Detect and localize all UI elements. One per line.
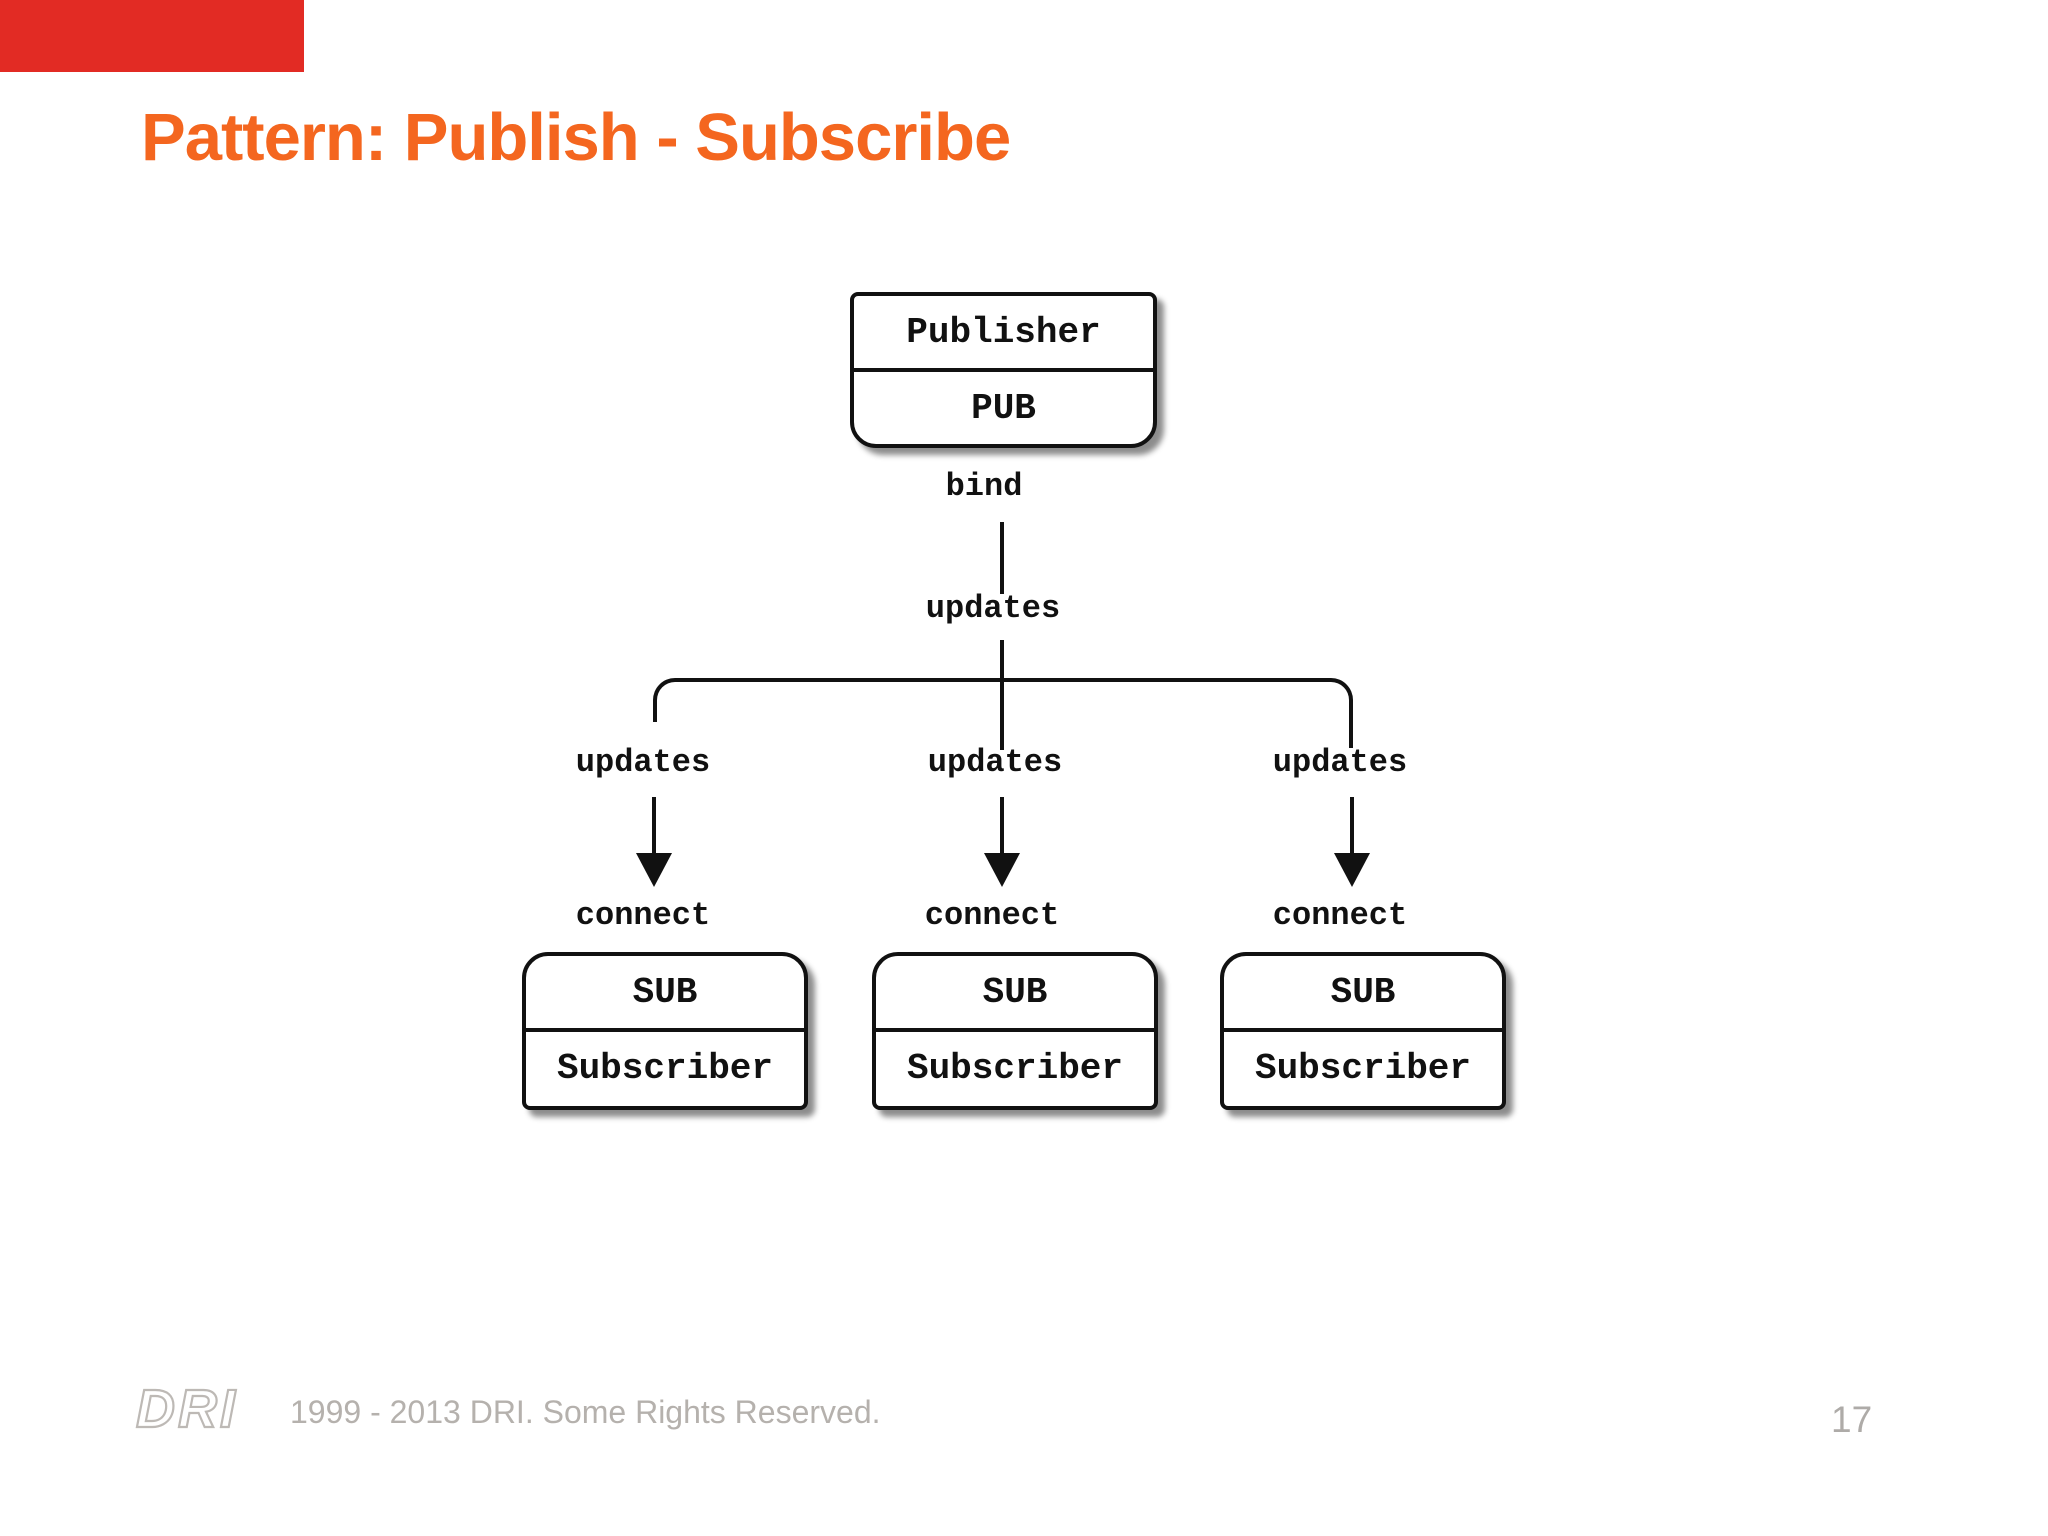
dri-logo-outline-icon: DRI [135,1378,238,1440]
dri-logo-text: DRI [136,1379,238,1439]
publisher-socket: PUB [971,387,1036,429]
branch-rail [653,678,1353,722]
subscriber-name: Subscriber [556,1047,774,1089]
updates-label-left: updates [575,744,711,781]
updates-label-top: updates [925,590,1061,627]
bind-label: bind [945,468,1023,505]
connect-label-left: connect [575,897,711,934]
corner-accent-bar [0,0,304,72]
subscriber-socket: SUB [526,956,804,1032]
publisher-name: Publisher [854,296,1153,372]
edge-middle-branch [1000,640,1004,750]
arrow-line-left [652,797,656,857]
subscriber-node-right: SUB Subscriber [1220,952,1506,1110]
updates-label-middle: updates [927,744,1063,781]
connect-label-middle: connect [924,897,1060,934]
subscriber-node-middle: SUB Subscriber [872,952,1158,1110]
connect-label-right: connect [1272,897,1408,934]
slide-title: Pattern: Publish - Subscribe [141,100,1011,175]
publisher-node: Publisher PUB [850,292,1157,448]
arrowhead-left-icon [636,853,672,887]
page-number: 17 [1831,1399,1873,1440]
subscriber-name: Subscriber [1254,1047,1472,1089]
edge-right-branch [1349,720,1353,748]
arrowhead-middle-icon [984,853,1020,887]
copyright-text: 1999 - 2013 DRI. Some Rights Reserved. [290,1394,881,1430]
arrow-line-middle [1000,797,1004,857]
updates-label-right: updates [1272,744,1408,781]
arrow-line-right [1350,797,1354,857]
dri-logo: DRI [134,1378,264,1446]
subscriber-socket: SUB [876,956,1154,1032]
subscriber-node-left: SUB Subscriber [522,952,808,1110]
edge-publisher-down [1000,522,1004,594]
subscriber-socket: SUB [1224,956,1502,1032]
arrowhead-right-icon [1334,853,1370,887]
subscriber-name: Subscriber [906,1047,1124,1089]
